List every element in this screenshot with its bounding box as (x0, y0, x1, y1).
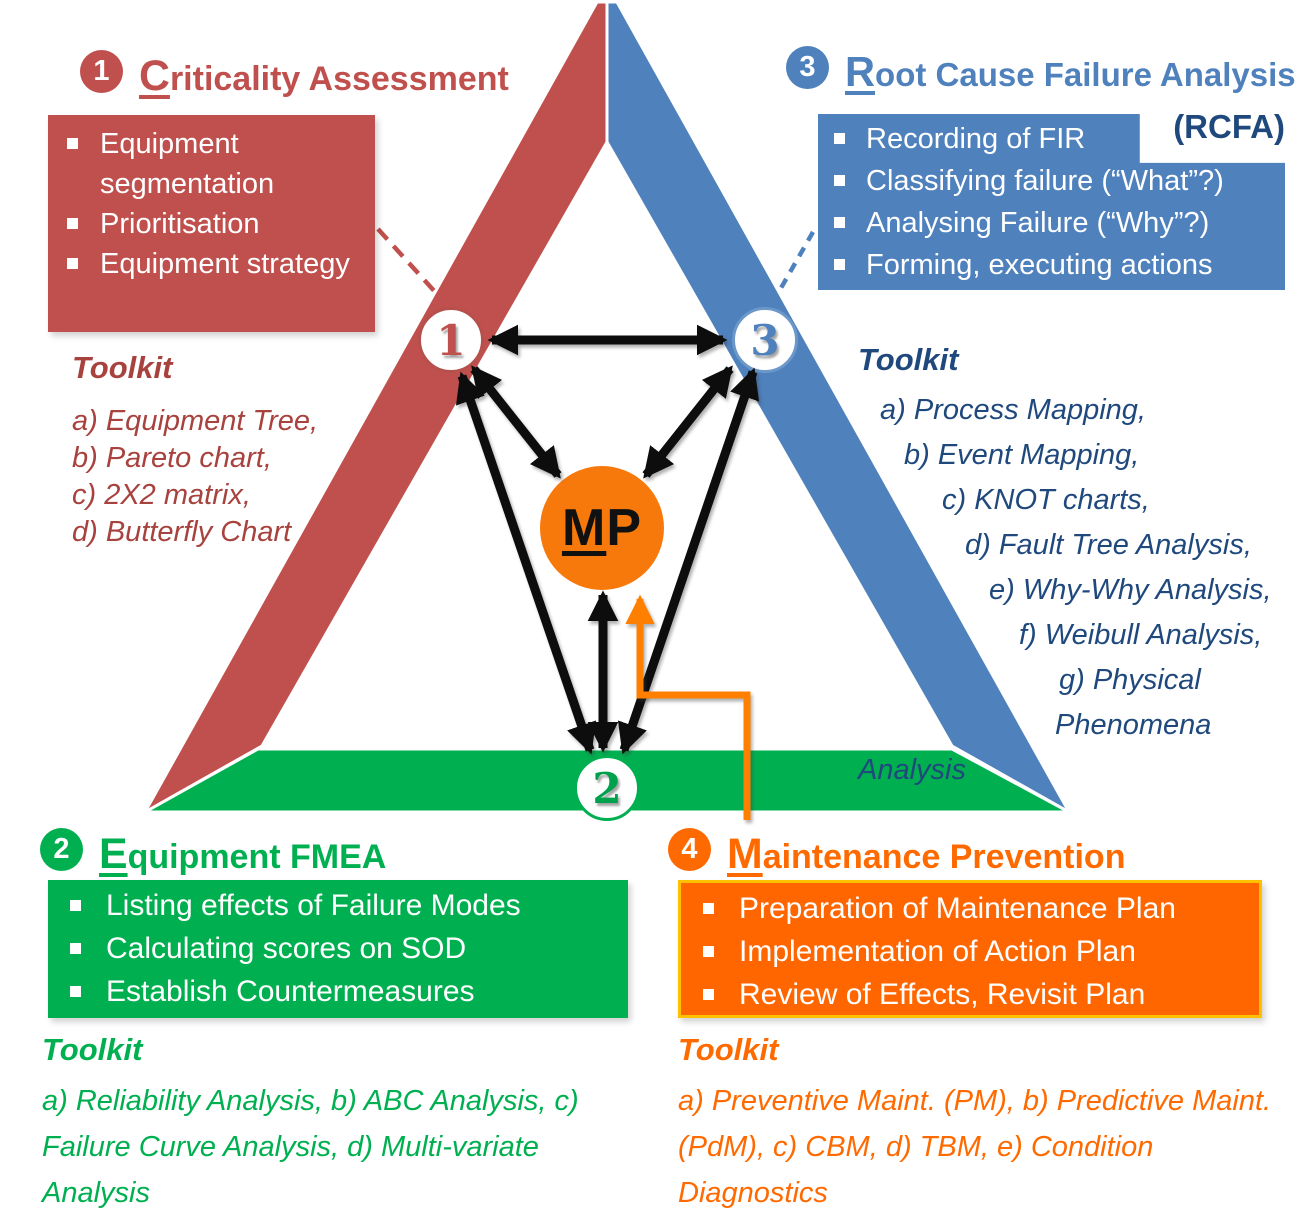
list-item: Classifying failure (“What”?) (818, 160, 1285, 202)
list-item: Implementation of Action Plan (681, 930, 1259, 973)
blue-band (605, 0, 1073, 816)
toolkit-heading: Toolkit (72, 350, 173, 385)
toolkit-line: b) Event Mapping, (904, 439, 1140, 471)
section-1-title: Criticality Assessment (139, 52, 509, 100)
toolkit-heading: Toolkit (42, 1032, 143, 1067)
mp-circle: MP (540, 466, 664, 590)
fmea-toolkit: Toolkit a) Reliability Analysis, b) ABC … (42, 1032, 652, 1209)
fmea-box: Listing effects of Failure Modes Calcula… (48, 880, 628, 1018)
list-item: Equipment segmentation (48, 124, 375, 204)
list-item: Recording of FIR (818, 118, 1285, 160)
bullet-square-icon (67, 138, 78, 149)
bullet-square-icon (67, 218, 78, 229)
toolkit-heading: Toolkit (678, 1032, 779, 1067)
criticality-bullet-list: Equipment segmentation Prioritisation Eq… (48, 115, 375, 284)
blue-dashed-connector (779, 230, 815, 290)
toolkit-line: c) 2X2 matrix, (72, 479, 251, 511)
list-item: Forming, executing actions (818, 244, 1285, 286)
rcfa-abbreviation: (RCFA) (1173, 108, 1285, 145)
rcfa-box: Recording of FIR Classifying failure (“W… (818, 114, 1285, 290)
section-2-heading: 2 Equipment FMEA (40, 828, 386, 882)
bullet-square-icon (834, 133, 845, 144)
toolkit-line: d) Fault Tree Analysis, (965, 529, 1252, 561)
list-item: Analysing Failure (“Why”?) (818, 202, 1285, 244)
section-4-heading: 4 Maintenance Prevention (668, 828, 1125, 882)
toolkit-line: Diagnostics (678, 1177, 828, 1209)
list-item: Equipment strategy (48, 244, 375, 284)
toolkit-line: d) Butterfly Chart (72, 516, 292, 548)
toolkit-line: Analysis (858, 754, 966, 786)
list-item: Prioritisation (48, 204, 375, 244)
rcfa-toolkit: Toolkit a) Process Mapping, b) Event Map… (858, 342, 1288, 793)
section-1-heading: 1 Criticality Assessment (80, 50, 509, 104)
toolkit-line: a) Preventive Maint. (PM), b) Predictive… (678, 1085, 1272, 1117)
section-3-title: Root Cause Failure Analysis (845, 48, 1296, 95)
section-2-number-badge: 2 (40, 828, 83, 871)
list-item: Review of Effects, Revisit Plan (681, 973, 1259, 1016)
criticality-box: Equipment segmentation Prioritisation Eq… (48, 115, 375, 332)
red-band (141, 0, 609, 816)
prevention-box: Preparation of Maintenance Plan Implemen… (678, 880, 1262, 1018)
toolkit-line: Analysis (42, 1177, 150, 1209)
toolkit-line: Failure Curve Analysis, d) Multi-variate (42, 1131, 539, 1163)
list-item: Preparation of Maintenance Plan (681, 887, 1259, 930)
list-item: Establish Countermeasures (48, 970, 628, 1013)
toolkit-line: a) Process Mapping, (880, 394, 1146, 426)
toolkit-line: b) Pareto chart, (72, 442, 272, 474)
toolkit-line: a) Reliability Analysis, b) ABC Analysis… (42, 1085, 579, 1117)
section-3-number-badge: 3 (786, 46, 829, 89)
bullet-square-icon (703, 903, 714, 914)
section-4-title: Maintenance Prevention (727, 830, 1126, 878)
section-3-heading: 3 Root Cause Failure Analysis (786, 46, 1296, 98)
section-4-number-badge: 4 (668, 828, 711, 871)
bullet-square-icon (834, 175, 845, 186)
toolkit-line: g) Physical (1059, 664, 1201, 696)
prevention-toolkit: Toolkit a) Preventive Maint. (PM), b) Pr… (678, 1032, 1298, 1209)
list-item: Calculating scores on SOD (48, 927, 628, 970)
criticality-toolkit: Toolkit a) Equipment Tree, b) Pareto cha… (72, 350, 412, 551)
toolkit-line: e) Why-Why Analysis, (989, 574, 1272, 606)
section-2-title: Equipment FMEA (99, 830, 387, 878)
bullet-square-icon (70, 986, 81, 997)
red-dashed-connector (376, 227, 449, 307)
list-item: Listing effects of Failure Modes (48, 884, 628, 927)
toolkit-line: f) Weibull Analysis, (1019, 619, 1263, 651)
bullet-square-icon (703, 989, 714, 1000)
toolkit-line: a) Equipment Tree, (72, 405, 319, 437)
mp-label: MP (561, 499, 642, 557)
bullet-square-icon (834, 217, 845, 228)
rcfa-bullet-list: Recording of FIR Classifying failure (“W… (818, 114, 1285, 286)
bullet-square-icon (70, 943, 81, 954)
bullet-square-icon (834, 259, 845, 270)
node-1-circle: 1 (418, 307, 484, 373)
toolkit-line: Phenomena (1055, 709, 1212, 741)
toolkit-line: c) KNOT charts, (942, 484, 1150, 516)
prevention-bullet-list: Preparation of Maintenance Plan Implemen… (681, 883, 1259, 1016)
bullet-square-icon (703, 946, 714, 957)
node-3-circle: 3 (732, 307, 798, 373)
toolkit-heading: Toolkit (858, 342, 959, 377)
node-2-circle: 2 (574, 755, 640, 821)
fmea-bullet-list: Listing effects of Failure Modes Calcula… (48, 880, 628, 1013)
bullet-square-icon (67, 258, 78, 269)
bullet-square-icon (70, 900, 81, 911)
toolkit-line: (PdM), c) CBM, d) TBM, e) Condition (678, 1131, 1154, 1163)
section-1-number-badge: 1 (80, 50, 123, 93)
